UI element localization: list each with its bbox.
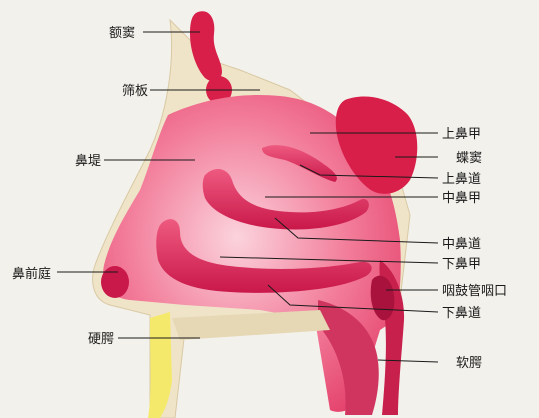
label-middle-turbinate: 中鼻甲 [442,190,481,206]
label-inferior-turbinate: 下鼻甲 [442,256,481,272]
label-cribriform-plate: 筛板 [122,84,148,99]
nasal-vestibule-shape [101,266,129,298]
label-middle-meatus: 中鼻道 [442,236,481,252]
label-sphenoid-sinus: 蝶窦 [456,151,482,166]
label-nasal-vestibule: 鼻前庭 [12,266,51,282]
label-superior-meatus: 上鼻道 [442,171,481,187]
label-inferior-meatus: 下鼻道 [442,305,481,321]
label-superior-turbinate: 上鼻甲 [442,126,481,142]
label-soft-palate: 软腭 [456,356,482,371]
label-hard-palate: 硬腭 [88,332,114,347]
label-frontal-sinus: 额窦 [109,26,135,41]
label-agger-nasi: 鼻堤 [75,153,101,169]
label-eustachian-orifice: 咽鼓管咽口 [442,284,507,299]
